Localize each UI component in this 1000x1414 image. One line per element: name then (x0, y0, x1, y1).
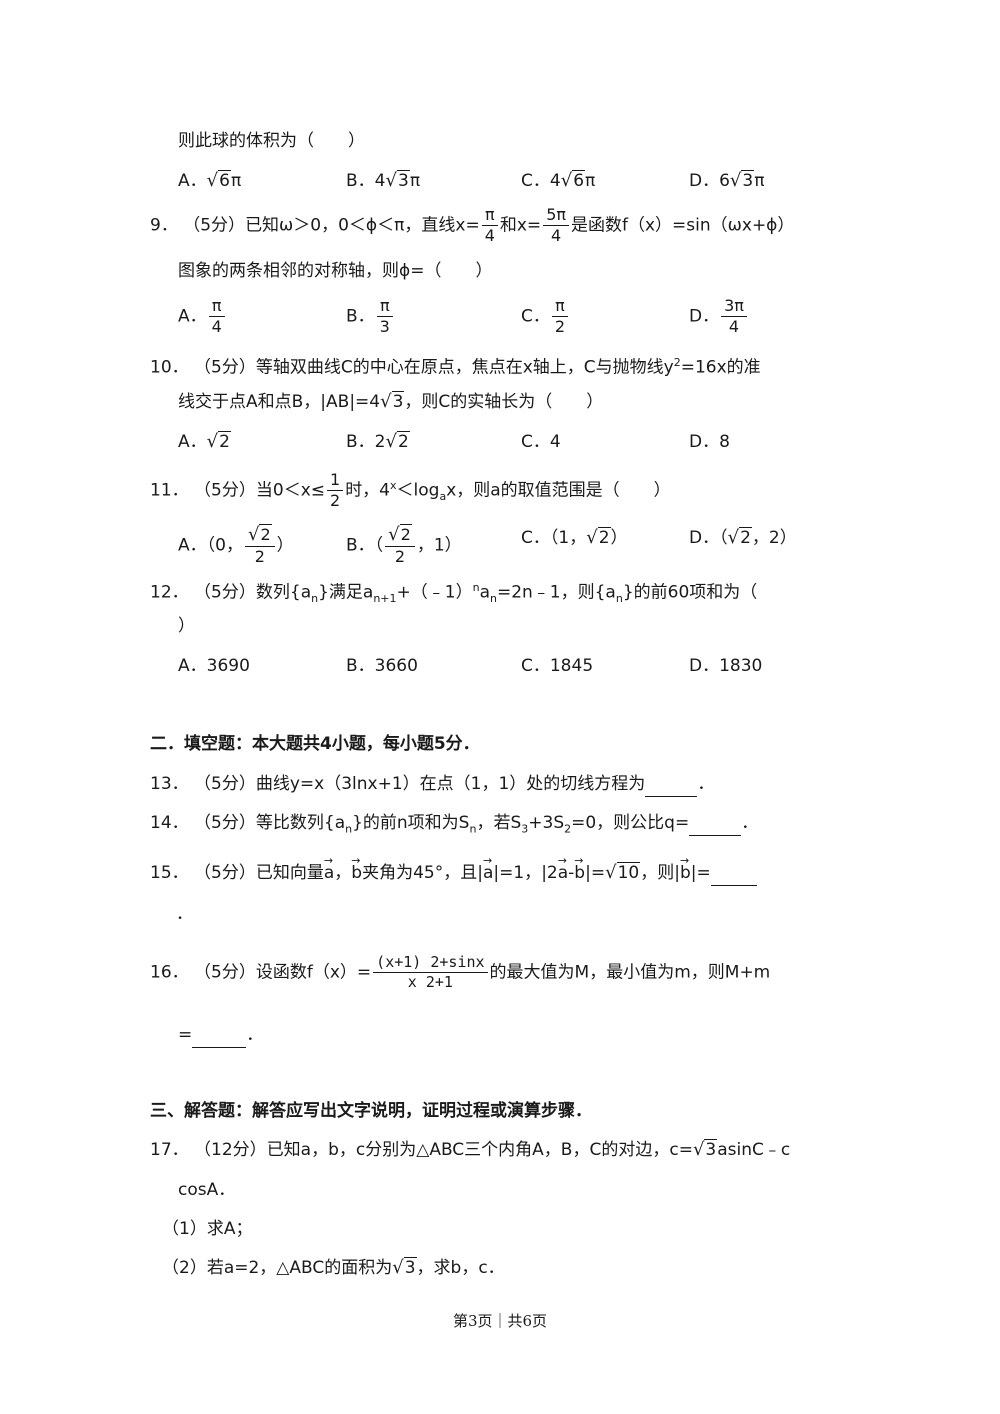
q12-option-b: B．3660 (346, 656, 418, 676)
q10-score: （5分） (194, 357, 256, 378)
q8-continuation: 则此球的体积为（ ） (178, 129, 365, 153)
q8-option-d: D．6√3π (689, 170, 765, 191)
q9-score: （5分） (183, 215, 246, 236)
q12-option-a: A．3690 (178, 656, 250, 676)
q12-option-c: C．1845 (521, 656, 594, 676)
q16-continuation: = ． (178, 1023, 263, 1048)
q13-number: 13． (150, 774, 189, 794)
q8-option-c: C．4√6π (521, 170, 596, 191)
q11-option-c: C．（1，√2） (521, 527, 628, 548)
q14-stem: 14． （5分）等比数列{an}的前n项和为Sn，若S3+3S2=0，则公比q=… (150, 811, 759, 836)
radical: √3 (729, 170, 755, 191)
radical: √6 (206, 170, 231, 191)
radical: √3 (392, 1257, 417, 1278)
section-3-heading: 三、解答题：解答应写出文字说明，证明过程或演算步骤． (150, 1101, 592, 1121)
vector-a: →a (323, 854, 335, 883)
q15-stem: 15． （5分）已知向量→a，→b夹角为45°，且|→a|=1，|2→a-→b|… (150, 854, 757, 886)
radical: √2 (206, 431, 231, 452)
vector-b: →b (351, 854, 363, 883)
q10-number: 10． (150, 357, 189, 378)
vector-b: →b (679, 854, 691, 883)
q9-continuation: 图象的两条相邻的对称轴，则ϕ=（ ） (178, 261, 493, 281)
q17-continuation: cosA． (178, 1180, 236, 1200)
q12-stem: 12． （5分）数列{an}满足an+1+（﹣1）nan=2n﹣1，则{an}的… (150, 581, 758, 606)
radical: √6 (560, 170, 586, 191)
vector-b: →b (574, 854, 586, 883)
q8-option-a: A．√6π (178, 170, 242, 191)
q10-option-a: A．√2 (178, 431, 231, 452)
q17-part-2: （2）若a=2，△ABC的面积为√3，求b，c． (162, 1257, 505, 1278)
q14-number: 14． (150, 813, 189, 833)
radical: √2 (586, 527, 611, 548)
q12-continuation: ） (178, 616, 195, 636)
q10-option-b: B．2√2 (346, 431, 410, 452)
q15-continuation: ． (176, 904, 193, 924)
q12-score: （5分） (194, 582, 256, 603)
q10-option-c: C．4 (521, 432, 561, 452)
q10-option-d: D．8 (689, 432, 730, 452)
q14-score: （5分） (194, 813, 256, 833)
radical: √2 (385, 431, 410, 452)
q8-option-b: B．4√3π (346, 170, 421, 191)
q13-stem: 13． （5分）曲线y=x（3lnx+1）在点（1，1）处的切线方程为 ． (150, 772, 714, 797)
section-2-heading: 二．填空题：本大题共4小题，每小题5分． (150, 734, 480, 754)
radical: √10 (605, 862, 641, 883)
q16-number: 16． (150, 962, 189, 983)
q17-part-1: （1）求A； (162, 1219, 253, 1239)
q17-number: 17． (150, 1140, 189, 1160)
q11-number: 11． (150, 480, 189, 501)
q16-score: （5分） (194, 962, 256, 983)
answer-blank[interactable] (710, 861, 757, 886)
q17-score: （12分） (194, 1140, 267, 1160)
q10-stem: 10． （5分）等轴双曲线C的中心在原点，焦点在x轴上，C与抛物线y2=16x的… (150, 356, 761, 378)
answer-blank[interactable] (645, 772, 698, 797)
q11-option-d: D．（√2，2） (689, 527, 797, 548)
q8-stem-text: 则此球的体积为（ ） (178, 131, 365, 151)
q15-number: 15． (150, 863, 189, 883)
q15-score: （5分） (194, 863, 256, 883)
q12-number: 12． (150, 582, 189, 603)
radical: √3 (385, 170, 410, 191)
answer-blank[interactable] (192, 1023, 247, 1048)
q11-score: （5分） (194, 480, 256, 501)
page-footer: 第3页｜共6页 (0, 1310, 1000, 1331)
radical: √3 (692, 1139, 718, 1160)
vector-a: →a (557, 854, 569, 883)
radical: √2 (388, 524, 412, 545)
q12-option-d: D．1830 (689, 656, 763, 676)
answer-blank[interactable] (689, 811, 742, 836)
vector-a: →a (482, 854, 494, 883)
q9-number: 9． (150, 215, 178, 236)
page-number: 第3页｜共6页 (452, 1312, 548, 1330)
q10-continuation: 线交于点A和点B，|AB|=4√3，则C的实轴长为（ ） (178, 391, 604, 412)
q13-score: （5分） (194, 774, 256, 794)
radical: √3 (380, 391, 405, 412)
q17-stem: 17． （12分）已知a，b，c分别为△ABC三个内角A，B，C的对边，c=√3… (150, 1139, 791, 1160)
radical: √2 (247, 524, 272, 545)
radical: √2 (727, 527, 752, 548)
